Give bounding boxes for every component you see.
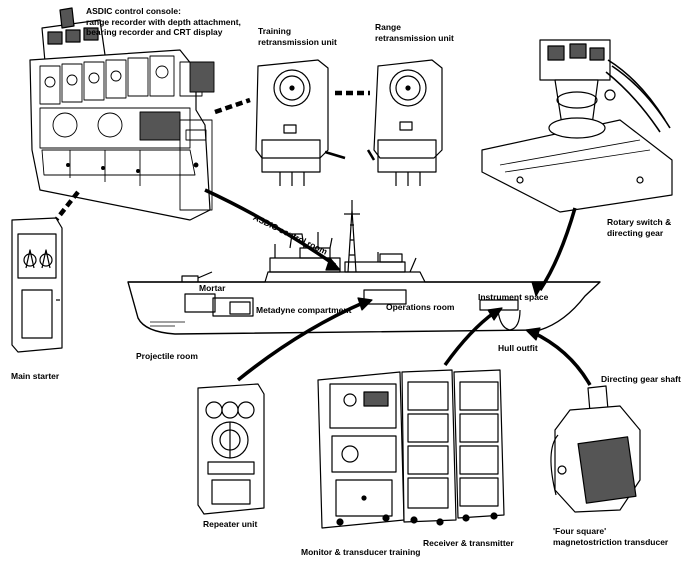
label-projectile-room: Projectile room [136, 351, 198, 361]
label-asdic-console: ASDIC control console: range recorder wi… [86, 6, 241, 38]
label-rotary-switch-line2: directing gear [607, 227, 664, 238]
label-rotary-switch: Rotary switch & directing gear [607, 217, 671, 238]
label-instrument-space: Instrument space [478, 292, 549, 302]
label-receiver-transmitter: Receiver & transmitter [423, 538, 514, 548]
asdic-console-illustration [29, 7, 215, 221]
label-range-unit: Range retransmission unit [375, 22, 454, 43]
transducer-illustration [550, 385, 641, 513]
label-hull-outfit: Hull outfit [498, 343, 538, 353]
label-directing-gear-shaft: Directing gear shaft [601, 374, 681, 384]
label-transducer: 'Four square' magnetostriction transduce… [553, 526, 668, 547]
label-transducer-line1: 'Four square' [553, 526, 607, 536]
label-training-unit-line1: Training [258, 26, 292, 36]
label-training-unit: Training retransmission unit [258, 26, 337, 47]
rotary-switch-illustration [481, 39, 673, 213]
main-starter-illustration [11, 217, 63, 353]
ship-silhouette [127, 200, 601, 335]
label-asdic-console-line3: bearing recorder and CRT display [86, 27, 223, 37]
receiver-cabinet-illustration [401, 369, 505, 526]
monitor-cabinet-illustration [317, 371, 405, 529]
label-monitor-training: Monitor & transducer training [301, 547, 421, 557]
label-mortar: Mortar [199, 283, 226, 293]
label-main-starter: Main starter [11, 371, 60, 381]
label-rotary-switch-line1: Rotary switch & [607, 217, 672, 227]
training-unit-illustration [255, 59, 346, 186]
label-training-unit-line2: retransmission unit [258, 36, 337, 47]
label-metadyne: Metadyne compartment [256, 305, 352, 315]
label-asdic-console-line1: ASDIC control console: [86, 6, 181, 16]
label-range-unit-line1: Range [375, 22, 401, 32]
label-repeater-unit: Repeater unit [203, 519, 258, 529]
label-operations-room: Operations room [386, 302, 455, 312]
label-transducer-line2: magnetostriction transducer [553, 536, 669, 547]
repeater-unit-illustration [197, 383, 265, 515]
label-asdic-console-line2: range recorder with depth attachment, [86, 16, 241, 27]
range-unit-illustration [366, 59, 443, 186]
label-range-unit-line2: retransmission unit [375, 32, 454, 43]
